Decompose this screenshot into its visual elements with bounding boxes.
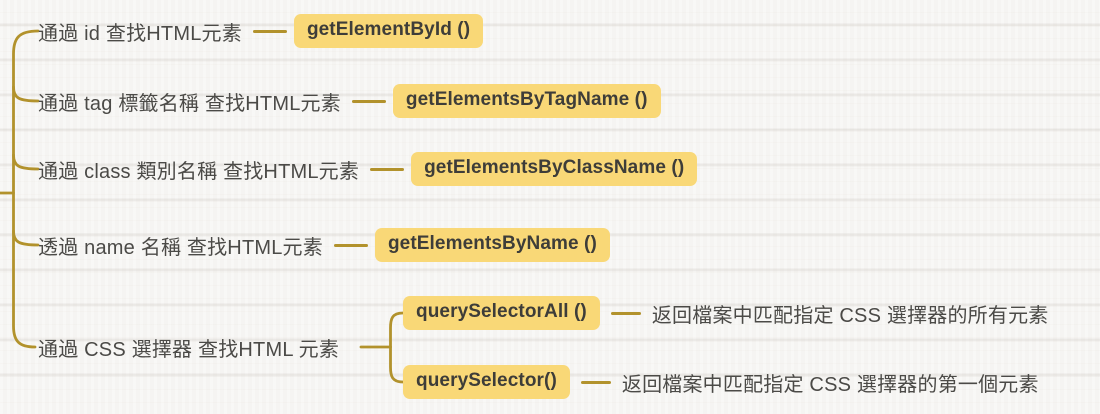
connector-dash <box>610 311 641 315</box>
connector-dash <box>580 380 611 384</box>
branch-row-id: 通過 id 查找HTML元素 getElementById () <box>38 13 484 49</box>
child-row-queryselectorall: querySelectorAll () 返回檔案中匹配指定 CSS 選擇器的所有… <box>403 295 1048 331</box>
branch-label-class[interactable]: 通過 class 類別名稱 查找HTML元素 <box>38 160 360 183</box>
connector-dash <box>351 99 386 103</box>
description-queryselectorall[interactable]: 返回檔案中匹配指定 CSS 選擇器的所有元素 <box>651 304 1049 327</box>
branch-curve-3 <box>12 153 40 171</box>
branch-label-tag[interactable]: 通過 tag 標籤名稱 查找HTML元素 <box>38 92 341 115</box>
branch-row-class: 通過 class 類別名稱 查找HTML元素 getElementsByClas… <box>38 151 698 187</box>
child-row-queryselector: querySelector() 返回檔案中匹配指定 CSS 選擇器的第一個元素 <box>403 364 1039 400</box>
description-queryselector[interactable]: 返回檔案中匹配指定 CSS 選擇器的第一個元素 <box>621 373 1039 396</box>
method-node-getelementsbyclassname[interactable]: getElementsByClassName () <box>411 152 698 186</box>
branch-row-name: 透過 name 名稱 查找HTML元素 getElementsByName () <box>38 227 610 263</box>
branch-label-css-selector[interactable]: 通過 CSS 選擇器 查找HTML 元素 <box>38 338 340 361</box>
branch-label-id[interactable]: 通過 id 查找HTML元素 <box>38 22 242 45</box>
branch-curve-2 <box>12 85 40 103</box>
fork-bracket <box>389 311 405 384</box>
connector-dash <box>252 29 287 33</box>
trunk-line <box>12 29 40 349</box>
method-node-getelementbyid[interactable]: getElementById () <box>293 14 484 48</box>
branch-row-tag: 通過 tag 標籤名稱 查找HTML元素 getElementsByTagNam… <box>38 83 661 119</box>
branch-curve-4 <box>12 229 40 247</box>
branch-row-css-selector: 通過 CSS 選擇器 查找HTML 元素 <box>38 329 339 365</box>
method-node-queryselector[interactable]: querySelector() <box>403 365 570 399</box>
branch-label-name[interactable]: 透過 name 名稱 查找HTML元素 <box>38 236 323 259</box>
connector-dash <box>333 243 368 247</box>
method-node-getelementsbyname[interactable]: getElementsByName () <box>374 228 610 262</box>
method-node-queryselectorall[interactable]: querySelectorAll () <box>403 296 600 330</box>
method-node-getelementsbytagname[interactable]: getElementsByTagName () <box>392 84 661 118</box>
connector-dash <box>370 167 405 171</box>
